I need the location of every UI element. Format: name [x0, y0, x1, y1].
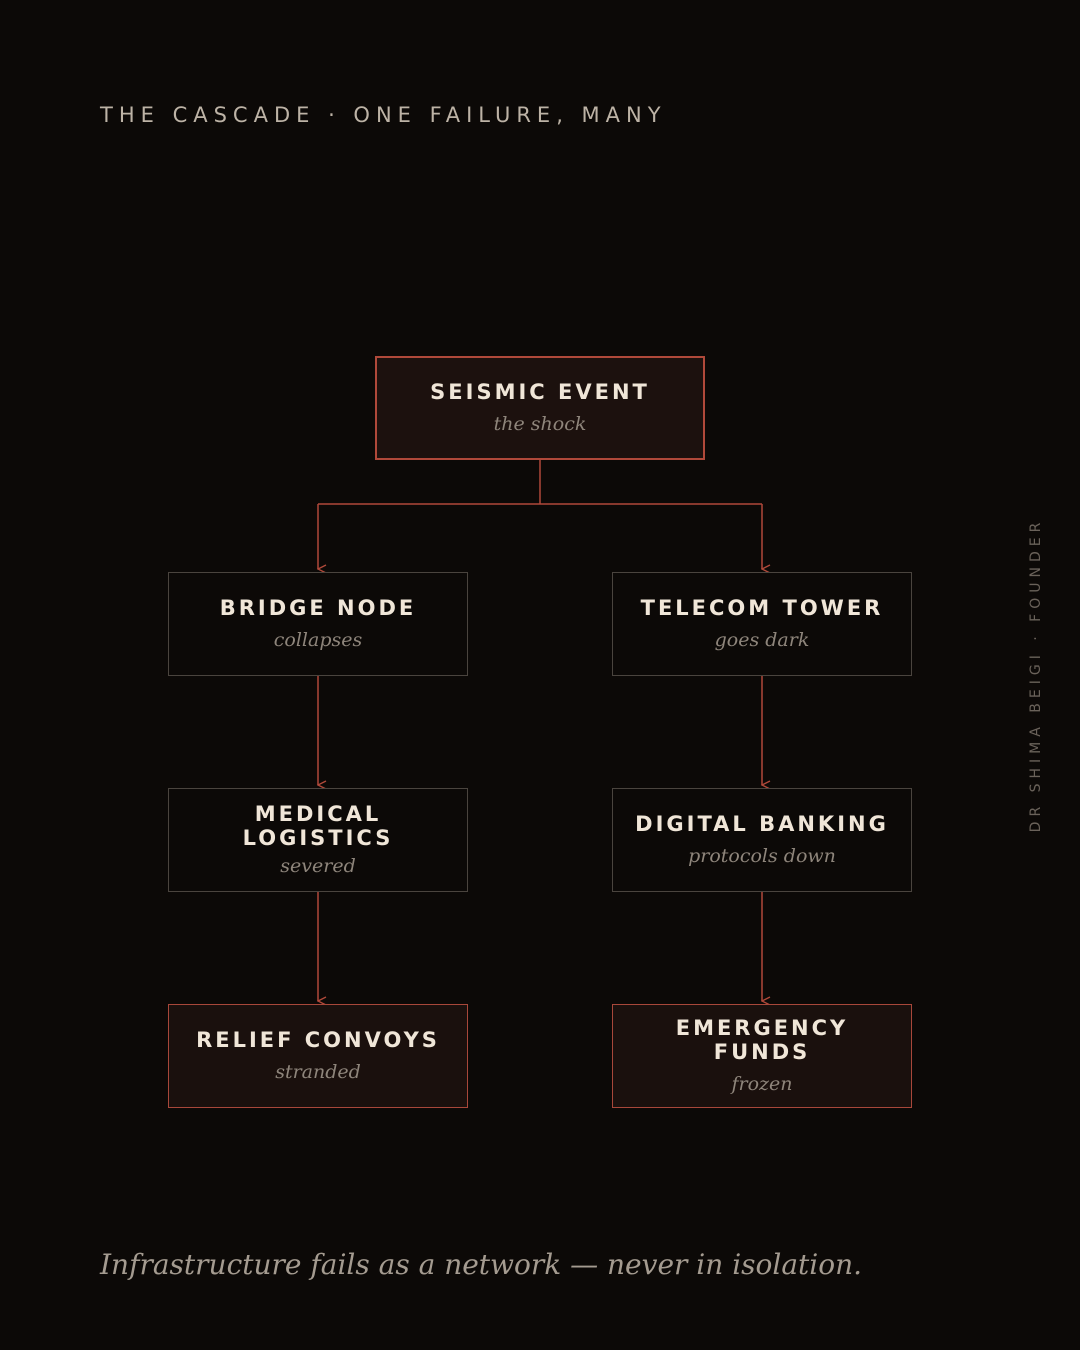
node-subtitle: stranded [275, 1061, 361, 1083]
connector-root-split [318, 460, 762, 505]
node-subtitle: goes dark [714, 629, 810, 651]
node-emergency-funds: EMERGENCY FUNDS frozen [612, 1004, 912, 1108]
node-subtitle: severed [280, 855, 356, 877]
footer-caption: Infrastructure fails as a network — neve… [100, 1248, 863, 1281]
node-relief-convoys: RELIEF CONVOYS stranded [168, 1004, 468, 1108]
node-title: EMERGENCY FUNDS [675, 1016, 849, 1064]
node-title: TELECOM TOWER [640, 596, 884, 620]
node-title: BRIDGE NODE [219, 596, 417, 620]
node-title: SEISMIC EVENT [430, 380, 650, 404]
node-title: DIGITAL BANKING [635, 812, 889, 836]
node-title: MEDICAL LOGISTICS [242, 802, 394, 850]
node-digital-banking: DIGITAL BANKING protocols down [612, 788, 912, 892]
node-subtitle: the shock [493, 413, 587, 435]
node-telecom-tower: TELECOM TOWER goes dark [612, 572, 912, 676]
node-subtitle: frozen [731, 1073, 793, 1095]
node-seismic-event: SEISMIC EVENT the shock [375, 356, 705, 460]
node-bridge-node: BRIDGE NODE collapses [168, 572, 468, 676]
diagram-heading: THE CASCADE · ONE FAILURE, MANY [100, 103, 667, 127]
node-subtitle: protocols down [688, 845, 836, 867]
node-title: RELIEF CONVOYS [196, 1028, 440, 1052]
node-medical-logistics: MEDICAL LOGISTICS severed [168, 788, 468, 892]
node-subtitle: collapses [273, 629, 363, 651]
